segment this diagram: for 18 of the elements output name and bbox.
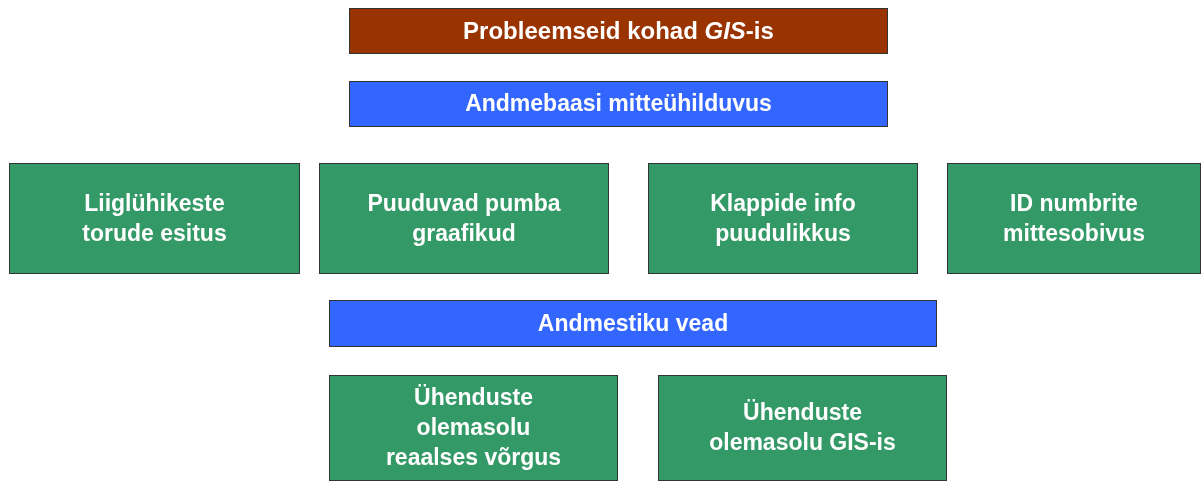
box-text: Ühenduste olemasolu GIS-is (708, 398, 897, 457)
box-text: Ühenduste olemasolu reaalses võrgus (384, 383, 563, 472)
title-banner (349, 8, 888, 54)
box-text: ID numbrite mittesobivus (1002, 188, 1146, 248)
problem-box (329, 375, 618, 481)
heading-text: Andmestiku vead (537, 308, 729, 338)
problem-box (648, 163, 918, 274)
box-text: Klappide info puudulikkus (709, 188, 857, 248)
problem-box (947, 163, 1201, 274)
problem-box (9, 163, 300, 274)
problem-box (658, 375, 947, 481)
section-band (349, 81, 888, 127)
heading-text: Probleemseid kohad GIS-is (463, 16, 774, 47)
box-text: Puuduvad pumba graafikud (366, 188, 562, 248)
section-band (329, 300, 937, 347)
heading-text: Andmebaasi mitteühilduvus (465, 89, 772, 119)
problem-box (319, 163, 609, 274)
box-text: Liiglühikeste torude esitus (81, 188, 228, 248)
